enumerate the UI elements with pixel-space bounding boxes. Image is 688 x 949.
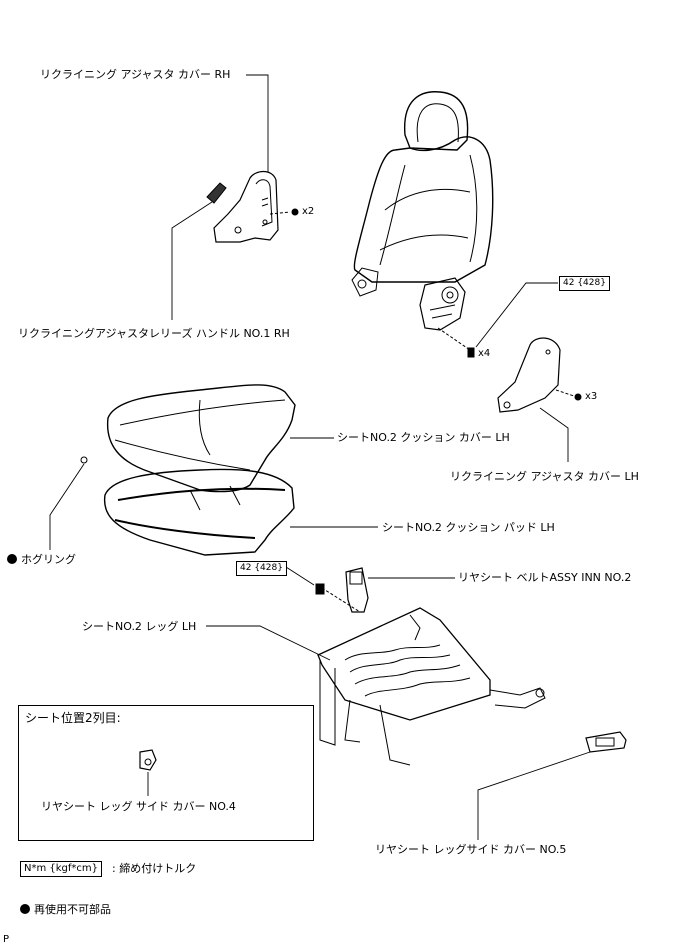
label-leg-side-cover-no4: リヤシート レッグ サイド カバー NO.4 [41,800,236,813]
legend-non-reusable: 再使用不可部品 [20,903,111,916]
label-recliner-cover-rh: リクライニング アジャスタ カバー RH [40,68,231,81]
cushion-pad-illustration [103,468,295,556]
leg-side-cover-no5-illustration [585,731,627,753]
label-seat-leg: シートNO.2 レッグ LH [82,620,197,633]
label-hog-ring-text: ホグリング [21,553,76,566]
leg-side-cover-no4-illustration [139,749,157,771]
label-cushion-cover: シートNO.2 クッション カバー LH [337,431,510,444]
qty-lh-screws: x3 [585,391,598,402]
seat-back-illustration [351,91,494,331]
qty-rh-screws: x2 [302,206,315,217]
label-recliner-cover-lh: リクライニング アジャスタ カバー LH [450,470,639,483]
legend-dot [20,904,30,914]
inset-title: シート位置2列目: [25,711,121,725]
recliner-bolt [467,347,475,358]
cushion-cover-illustration [106,384,296,493]
hog-ring-illustration [80,456,88,464]
torque-box-belt: 42 {428} [236,561,287,576]
seat-leg-frame-illustration [317,607,546,766]
belt-buckle-illustration [345,567,369,613]
legend-torque-desc: : 締め付けトルク [112,862,197,875]
label-belt-assy: リヤシート ベルトASSY INN NO.2 [458,571,632,584]
label-hog-ring: ホグリング [7,553,76,566]
release-handle-illustration [206,182,227,204]
inset-seat-position: シート位置2列目: リヤシート レッグ サイド カバー NO.4 [18,705,314,841]
label-cushion-pad: シートNO.2 クッション パッド LH [382,521,555,534]
recliner-cover-lh-illustration [497,337,561,413]
qty-recliner-bolts: x4 [478,348,491,359]
label-leg-side-cover-no5: リヤシート レッグサイド カバー NO.5 [375,843,567,856]
label-release-handle: リクライニングアジャスタレリーズ ハンドル NO.1 RH [18,327,290,340]
non-reusable-dot [7,554,17,564]
recliner-cover-rh-illustration [213,170,279,243]
belt-bolt [315,583,325,595]
legend-non-reusable-text: 再使用不可部品 [34,903,111,916]
screw-lh [574,393,582,401]
leader-lines [49,74,591,840]
torque-box-recliner: 42 {428} [559,276,610,291]
legend-torque-unit: N*m {kgf*cm} [20,861,103,877]
page-mark: P [3,934,10,945]
screw-rh [291,208,299,216]
